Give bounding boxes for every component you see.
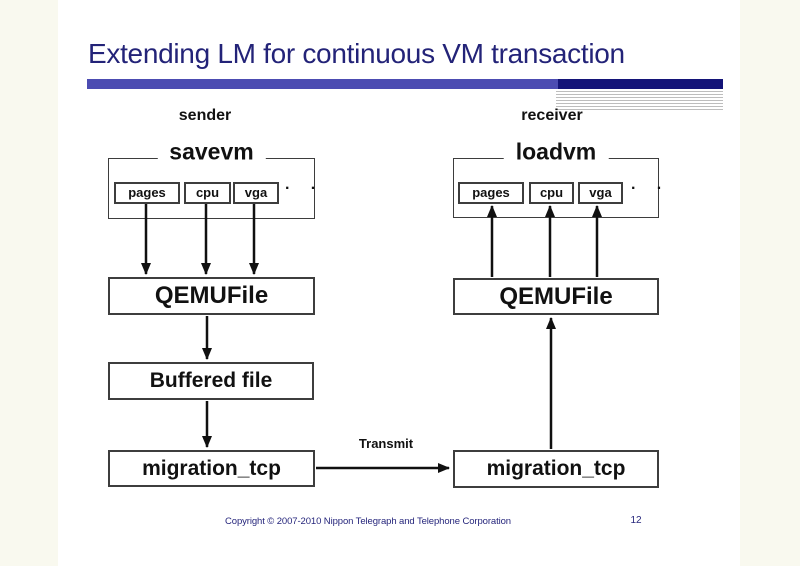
savevm-label: savevm bbox=[157, 138, 266, 165]
slide-title: Extending LM for continuous VM transacti… bbox=[88, 38, 625, 69]
sender-qemufile-box: QEMUFile bbox=[108, 277, 315, 315]
sender-buffered-file-box: Buffered file bbox=[108, 362, 314, 400]
receiver-cpu-box: cpu bbox=[529, 182, 574, 204]
receiver-qemufile-box: QEMUFile bbox=[453, 278, 659, 315]
transmit-label: Transmit bbox=[358, 436, 414, 451]
receiver-ellipsis-dots: · · bbox=[631, 180, 671, 197]
sender-migration-tcp-box: migration_tcp bbox=[108, 450, 315, 487]
title-underline-bar-left bbox=[87, 79, 558, 89]
sender-ellipsis-dots: · · bbox=[285, 180, 325, 197]
copyright-footer: Copyright © 2007-2010 Nippon Telegraph a… bbox=[225, 516, 511, 527]
title-underline-stripes bbox=[556, 91, 723, 110]
savevm-group-box: savevm pages cpu vga · · bbox=[108, 138, 316, 219]
receiver-migration-tcp-box: migration_tcp bbox=[453, 450, 659, 488]
loadvm-group-box: loadvm pages cpu vga · · bbox=[453, 138, 662, 218]
sender-label: sender bbox=[178, 107, 232, 124]
sender-vga-box: vga bbox=[233, 182, 279, 204]
receiver-vga-box: vga bbox=[578, 182, 623, 204]
sender-cpu-box: cpu bbox=[184, 182, 231, 204]
receiver-pages-box: pages bbox=[458, 182, 524, 204]
receiver-label: receiver bbox=[521, 107, 583, 124]
sender-pages-box: pages bbox=[114, 182, 180, 204]
title-underline-bar-right bbox=[558, 79, 723, 89]
page-number: 12 bbox=[630, 515, 642, 526]
loadvm-label: loadvm bbox=[503, 138, 609, 165]
